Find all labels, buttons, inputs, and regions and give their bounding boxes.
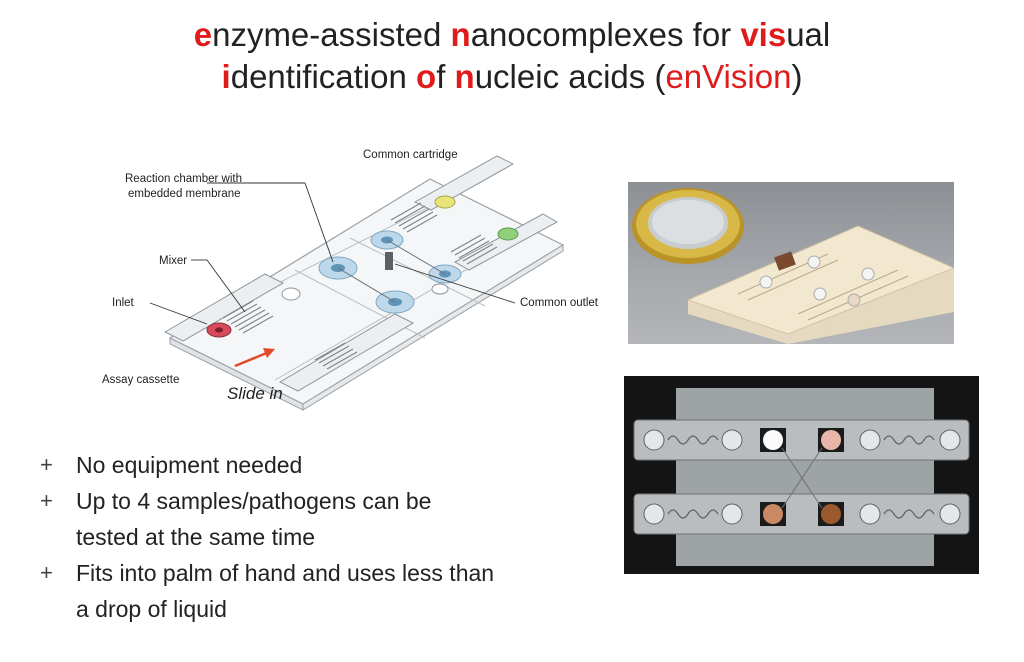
bullet-line: Fits into palm of hand and uses less tha…	[76, 560, 495, 586]
title-segment: e	[193, 16, 213, 53]
bullet-line: Up to 4 samples/pathogens can be	[76, 488, 432, 514]
label-common-cartridge: Common cartridge	[363, 149, 458, 161]
label-inlet: Inlet	[112, 297, 135, 309]
bullet-line: No equipment needed	[76, 452, 303, 478]
title-segment: o	[416, 58, 437, 95]
plus-icon: +	[40, 488, 53, 513]
common-outlet	[385, 252, 393, 270]
label-reaction-chamber-1: Reaction chamber with	[125, 173, 242, 185]
label-assay-cassette: Assay cassette	[102, 374, 179, 386]
bullet-line: a drop of liquid	[76, 596, 227, 622]
bullet-text: Fits into palm of hand and uses less tha…	[76, 555, 600, 627]
green-port	[497, 227, 519, 241]
title-segment: anocomplexes for	[470, 16, 741, 53]
device-diagram: Common cartridge Reaction chamber with e…	[102, 149, 599, 411]
mixer-channels	[222, 202, 498, 370]
title-segment: )	[791, 58, 803, 95]
bullet-item: + No equipment needed	[40, 447, 600, 483]
title-segment: ual	[786, 16, 831, 53]
slide-title: enzyme-assisted nanocomplexes for visual…	[0, 14, 1024, 98]
title-segment: ucleic acids (	[474, 58, 666, 95]
bullet-item: + Fits into palm of hand and uses less th…	[40, 555, 600, 627]
title-segment: i	[221, 58, 231, 95]
photo-chip-top-view	[624, 376, 979, 574]
title-segment: vis	[740, 16, 787, 53]
bullet-item: + Up to 4 samples/pathogens can be tested …	[40, 483, 600, 555]
bullet-line: tested at the same time	[76, 524, 316, 550]
plus-icon: +	[40, 452, 53, 477]
label-mixer: Mixer	[159, 255, 187, 267]
yellow-port	[434, 195, 456, 209]
feature-list: + No equipment needed + Up to 4 samples/pat…	[40, 447, 600, 627]
label-common-outlet: Common outlet	[520, 297, 599, 309]
title-segment: dentification	[230, 58, 417, 95]
plus-icon: +	[40, 560, 53, 585]
bullet-text: No equipment needed	[76, 447, 600, 483]
title-segment: f	[436, 58, 455, 95]
label-slide-in: Slide in	[227, 384, 283, 403]
title-segment: enVision	[665, 58, 792, 95]
title-line-2: identification of nucleic acids (enVisio…	[0, 56, 1024, 98]
photo-chip-with-coin	[628, 182, 954, 344]
title-line-1: enzyme-assisted nanocomplexes for visual	[0, 14, 1024, 56]
title-segment: n	[450, 16, 471, 53]
title-segment: n	[454, 58, 475, 95]
title-segment: nzyme-assisted	[212, 16, 451, 53]
bullet-text: Up to 4 samples/pathogens can be tested a…	[76, 483, 600, 555]
label-reaction-chamber-2: embedded membrane	[128, 188, 241, 200]
